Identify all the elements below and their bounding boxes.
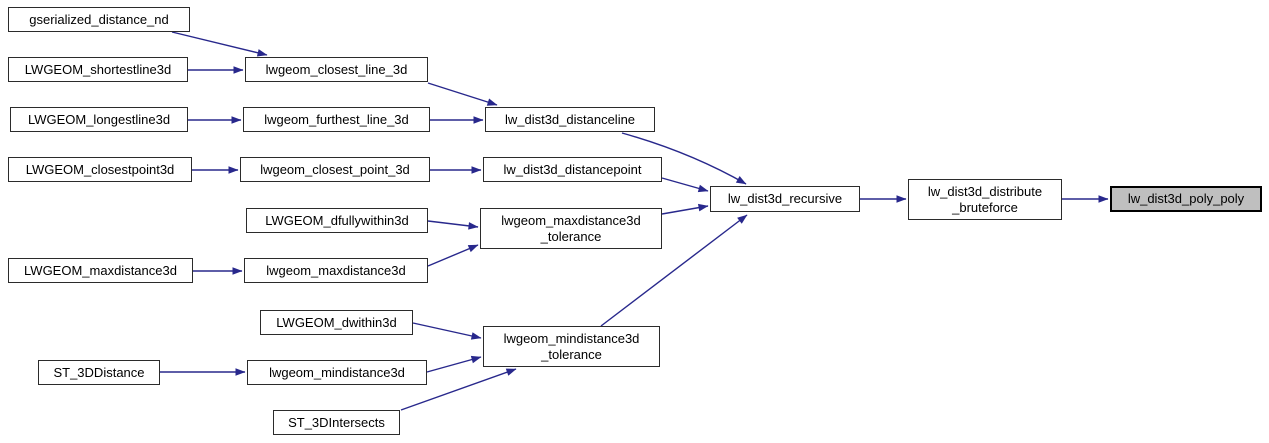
node-LWGEOM_dwithin3d[interactable]: LWGEOM_dwithin3d <box>260 310 413 335</box>
node-LWGEOM_longestline3d[interactable]: LWGEOM_longestline3d <box>10 107 188 132</box>
edge-ST_3DIntersects-lwgeom_mindistance3d_tolerance <box>400 368 517 411</box>
node-LWGEOM_dfullywithin3d[interactable]: LWGEOM_dfullywithin3d <box>246 208 428 233</box>
node-lwgeom_furthest_line_3d[interactable]: lwgeom_furthest_line_3d <box>243 107 430 132</box>
node-ST_3DIntersects[interactable]: ST_3DIntersects <box>273 410 400 435</box>
node-lwgeom_closest_line_3d[interactable]: lwgeom_closest_line_3d <box>245 57 428 82</box>
node-lw_dist3d_distribute_bruteforce[interactable]: lw_dist3d_distribute _bruteforce <box>908 179 1062 220</box>
node-LWGEOM_shortestline3d[interactable]: LWGEOM_shortestline3d <box>8 57 188 82</box>
edge-LWGEOM_dwithin3d-lwgeom_mindistance3d_tolerance <box>412 322 482 340</box>
node-LWGEOM_closestpoint3d[interactable]: LWGEOM_closestpoint3d <box>8 157 192 182</box>
node-lwgeom_mindistance3d[interactable]: lwgeom_mindistance3d <box>247 360 427 385</box>
edge-LWGEOM_dfullywithin3d-lwgeom_maxdistance3d_tolerance <box>427 220 479 230</box>
edge-lwgeom_mindistance3d-lwgeom_mindistance3d_tolerance <box>426 355 482 373</box>
node-LWGEOM_maxdistance3d[interactable]: LWGEOM_maxdistance3d <box>8 258 193 283</box>
node-lwgeom_mindistance3d_tolerance[interactable]: lwgeom_mindistance3d _tolerance <box>483 326 660 367</box>
edge-lw_dist3d_distanceline-lw_dist3d_recursive <box>621 132 747 185</box>
edge-lwgeom_closest_line_3d-lw_dist3d_distanceline <box>427 82 498 106</box>
node-lwgeom_closest_point_3d[interactable]: lwgeom_closest_point_3d <box>240 157 430 182</box>
edge-lw_dist3d_distancepoint-lw_dist3d_recursive <box>661 177 709 193</box>
edge-gserialized_distance_nd-lwgeom_closest_line_3d <box>171 31 268 57</box>
edge-lwgeom_mindistance3d_tolerance-lw_dist3d_recursive <box>600 214 748 327</box>
node-lwgeom_maxdistance3d[interactable]: lwgeom_maxdistance3d <box>244 258 428 283</box>
node-lwgeom_maxdistance3d_tolerance[interactable]: lwgeom_maxdistance3d _tolerance <box>480 208 662 249</box>
node-ST_3DDistance[interactable]: ST_3DDistance <box>38 360 160 385</box>
edge-lwgeom_maxdistance3d-lwgeom_maxdistance3d_tolerance <box>427 244 479 267</box>
node-lw_dist3d_poly_poly: lw_dist3d_poly_poly <box>1110 186 1262 212</box>
node-gserialized_distance_nd[interactable]: gserialized_distance_nd <box>8 7 190 32</box>
edge-lwgeom_maxdistance3d_tolerance-lw_dist3d_recursive <box>661 203 709 215</box>
node-lw_dist3d_recursive[interactable]: lw_dist3d_recursive <box>710 186 860 212</box>
node-lw_dist3d_distanceline[interactable]: lw_dist3d_distanceline <box>485 107 655 132</box>
node-lw_dist3d_distancepoint[interactable]: lw_dist3d_distancepoint <box>483 157 662 182</box>
